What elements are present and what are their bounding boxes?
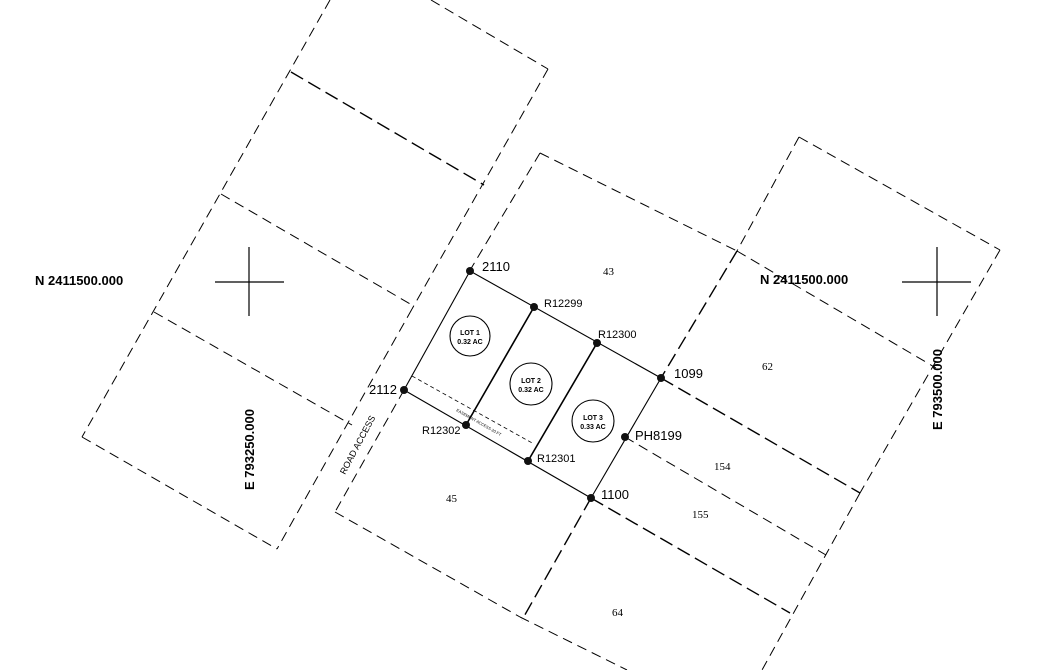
parcel-number: 43 <box>603 266 615 278</box>
point-r12301-label: R12301 <box>537 453 576 465</box>
parcel-line <box>660 377 861 494</box>
survey-point-marker <box>657 374 665 382</box>
lot-line-north <box>469 270 662 379</box>
survey-point-marker <box>466 267 474 275</box>
parcel-line <box>81 0 331 438</box>
grid-tick-left <box>215 247 284 316</box>
parcel-number: 62 <box>762 361 773 373</box>
grid-tick-right <box>902 247 971 316</box>
lot-line-south <box>403 389 592 499</box>
lot-1-label: LOT 1 0.32 AC <box>449 315 491 357</box>
point-1099-label: 1099 <box>674 366 703 381</box>
parcel-number: 45 <box>446 493 458 505</box>
survey-points: 2110 R12299 R12300 1099 2112 R12302 R123… <box>369 259 703 502</box>
parcel-line <box>290 71 485 186</box>
parcel-line <box>859 249 1001 494</box>
easting-label-right: E 793500.000 <box>930 349 945 430</box>
lot-3-name: LOT 3 <box>583 415 603 422</box>
survey-point-marker <box>400 386 408 394</box>
parcel-line <box>798 136 1001 251</box>
parcel-line <box>521 497 592 621</box>
parcel-line <box>539 152 738 252</box>
parcel-line <box>761 492 861 670</box>
lot-3-label: LOT 3 0.33 AC <box>571 399 615 443</box>
lot-line-west <box>403 270 471 391</box>
parcel-line <box>468 152 541 273</box>
adjacent-parcel-lines <box>81 0 1001 670</box>
lot-line-2-3 <box>527 342 598 462</box>
survey-point-marker <box>462 421 470 429</box>
parcel-line <box>736 250 937 369</box>
lot-2-area: 0.32 AC <box>518 387 543 394</box>
lot-line-1-2 <box>465 306 535 426</box>
parcel-line <box>519 616 628 670</box>
point-ph8199-label: PH8199 <box>635 428 682 443</box>
survey-point-marker <box>524 457 532 465</box>
parcel-numbers: 43 62 45 154 155 64 <box>446 266 773 619</box>
lot-1-area: 0.32 AC <box>457 339 482 346</box>
parcel-number: 154 <box>714 461 731 473</box>
survey-point-marker <box>587 494 595 502</box>
northing-label-left: N 2411500.000 <box>35 273 123 288</box>
lot-3-area: 0.33 AC <box>580 424 605 431</box>
point-2110-label: 2110 <box>482 259 510 274</box>
point-1100-label: 1100 <box>601 487 629 502</box>
parcel-line <box>590 497 791 614</box>
point-r12300-label: R12300 <box>598 329 637 341</box>
parcel-line <box>220 193 413 306</box>
parcel-line <box>624 436 827 556</box>
parcel-line <box>411 68 549 310</box>
point-2112-label: 2112 <box>369 382 397 397</box>
survey-point-marker <box>593 339 601 347</box>
lot-2-label: LOT 2 0.32 AC <box>509 362 553 406</box>
point-r12299-label: R12299 <box>544 298 583 310</box>
lot-2-name: LOT 2 <box>521 378 541 385</box>
parcel-line <box>660 250 738 379</box>
parcel-line <box>81 436 278 550</box>
parcel-line <box>276 308 413 550</box>
lot-1-name: LOT 1 <box>460 330 480 337</box>
road-access-label: ROAD ACCESS <box>338 414 377 476</box>
point-r12302-label: R12302 <box>422 425 461 437</box>
parcel-line <box>736 136 800 252</box>
easting-label-left: E 793250.000 <box>242 409 257 490</box>
survey-point-marker <box>621 433 629 441</box>
parcel-line <box>430 0 549 70</box>
parcel-number: 64 <box>612 607 624 619</box>
parcel-number: 155 <box>692 509 709 521</box>
northing-label-right: N 2411500.000 <box>760 272 848 287</box>
parcel-line <box>153 311 353 426</box>
parcel-line <box>334 511 521 618</box>
parcel-line <box>334 389 405 513</box>
survey-point-marker <box>530 303 538 311</box>
easement-line <box>411 375 535 445</box>
easement-label: EASEMENT ACCESS 20 FT <box>456 408 503 438</box>
